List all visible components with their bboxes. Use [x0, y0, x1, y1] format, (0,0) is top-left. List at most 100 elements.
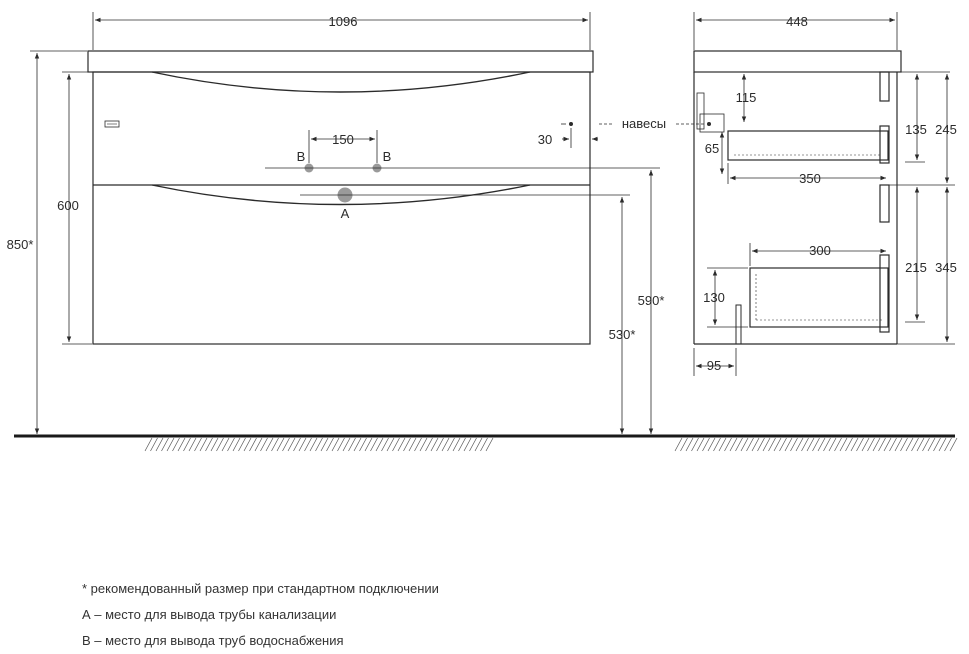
floor-hatch: [386, 437, 395, 452]
floor-hatch: [331, 437, 340, 452]
top-drawer-front-lower: [879, 125, 890, 164]
label-130: 130: [703, 290, 725, 305]
floor-hatch: [243, 437, 252, 452]
floor-hatch: [403, 437, 411, 452]
floor-hatch: [867, 437, 875, 452]
floor-hatch: [381, 437, 389, 452]
floor-hatch: [757, 437, 765, 452]
floor-hatch: [265, 437, 274, 452]
floor-hatch: [430, 437, 439, 452]
floor-hatch: [773, 437, 782, 452]
floor-hatch: [458, 437, 466, 452]
floor-hatch: [823, 437, 831, 452]
floor-hatch: [375, 437, 384, 452]
floor-hatch: [850, 437, 859, 452]
floor-hatch: [751, 437, 760, 452]
floor-hatch: [359, 437, 367, 452]
label-drain-height: 530*: [609, 327, 636, 342]
floor-hatch: [905, 437, 914, 452]
label-300: 300: [809, 243, 831, 258]
floor-hatch: [933, 437, 941, 452]
floor-hatch: [779, 437, 787, 452]
floor-hatch: [729, 437, 738, 452]
label-135: 135: [905, 122, 927, 137]
label-95: 95: [707, 358, 721, 373]
floor-hatch: [194, 437, 202, 452]
label-water-height: 590*: [638, 293, 665, 308]
floor-hatch: [320, 437, 329, 452]
top-drawer-curve: [151, 71, 531, 93]
floor-hatch: [287, 437, 296, 452]
label-total-height: 850*: [7, 237, 34, 252]
floor-hatch: [828, 437, 837, 452]
bottom-drawer-front: [879, 184, 890, 223]
floor-hatch: [746, 437, 754, 452]
floor-hatch: [735, 437, 743, 452]
floor-hatch: [872, 437, 881, 452]
floor-hatch: [784, 437, 793, 452]
floor-hatch: [856, 437, 864, 452]
floor-hatch: [768, 437, 776, 452]
front-dimensions: [30, 12, 704, 434]
floor-hatch: [762, 437, 771, 452]
floor-hatch: [916, 437, 925, 452]
floor-hatch: [150, 437, 158, 452]
floor-hatch: [480, 437, 488, 452]
front-view: [87, 50, 594, 345]
label-350: 350: [799, 171, 821, 186]
label-drain: A: [341, 206, 350, 221]
floor-hatch: [685, 437, 694, 452]
floor-hatch: [183, 437, 191, 452]
floor-hatch: [216, 437, 224, 452]
floor-hatch: [452, 437, 461, 452]
floor-hatch: [900, 437, 908, 452]
countertop: [87, 50, 594, 73]
floor-hatch: [922, 437, 930, 452]
floor-hatch: [210, 437, 219, 452]
cabinet-body: [92, 71, 591, 345]
floor-hatch: [353, 437, 362, 452]
floor-hatch: [271, 437, 279, 452]
floor-hatch: [199, 437, 208, 452]
side-hanger-point: [707, 122, 711, 126]
floor-hatch: [144, 437, 153, 452]
floor-hatch: [878, 437, 886, 452]
floor-hatch: [232, 437, 241, 452]
floor-hatch: [414, 437, 422, 452]
top-drawer-front: [879, 71, 890, 102]
floor-hatch: [911, 437, 919, 452]
floor-hatch: [249, 437, 257, 452]
floor-hatch: [436, 437, 444, 452]
floor-hatch: [155, 437, 164, 452]
label-115: 115: [736, 90, 757, 105]
floor-hatch: [861, 437, 870, 452]
floor-hatch: [817, 437, 826, 452]
floor-hatch: [883, 437, 892, 452]
floor-hatch: [463, 437, 472, 452]
floor-hatch: [304, 437, 312, 452]
floor-hatch: [348, 437, 356, 452]
floor-hatch: [691, 437, 699, 452]
floor-hatch: [282, 437, 290, 452]
label-hangers: навесы: [622, 116, 666, 131]
back-cutout: [735, 304, 742, 344]
floor-hatch: [392, 437, 400, 452]
label-345: 345: [935, 260, 957, 275]
floor-hatch: [254, 437, 263, 452]
floor-hatch: [718, 437, 727, 452]
hanger-point: [569, 122, 573, 126]
floor-hatch: [894, 437, 903, 452]
label-hole-spacing: 150: [332, 132, 354, 147]
floor-hatch: [364, 437, 373, 452]
floor-hatch: [337, 437, 345, 452]
floor-hatch: [298, 437, 307, 452]
floor-hatch: [408, 437, 417, 452]
floor-hatch: [485, 437, 494, 452]
floor-hatch: [238, 437, 246, 452]
top-drawer-box: [727, 130, 889, 161]
label-hanger-offset: 30: [538, 132, 552, 147]
floor-hatch: [938, 437, 947, 452]
floor-hatch: [795, 437, 804, 452]
floor-hatch: [674, 437, 683, 452]
